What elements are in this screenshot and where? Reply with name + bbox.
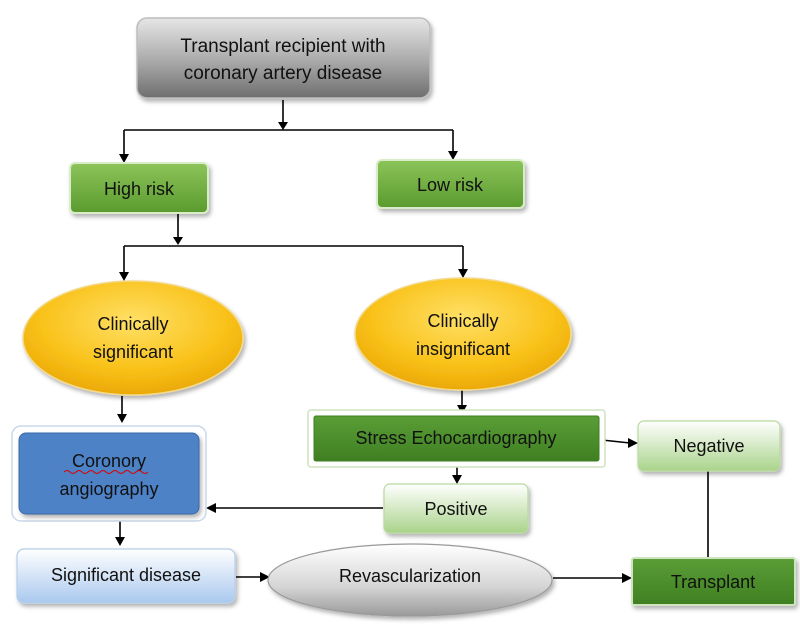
node-transplant: Transplant bbox=[631, 557, 796, 606]
clin-insig-line-2: insignificant bbox=[416, 339, 510, 359]
coronary-line-1: Coronory bbox=[72, 451, 146, 471]
clin-insig-ellipse bbox=[354, 277, 572, 391]
arrowhead bbox=[448, 151, 458, 160]
root-line-2: coronary artery disease bbox=[184, 63, 383, 84]
node-significant-disease: Significant disease bbox=[16, 548, 236, 604]
root-box bbox=[136, 17, 431, 99]
low-risk-box bbox=[376, 159, 525, 209]
low-risk-label: Low risk bbox=[417, 175, 484, 195]
stress-echo-box bbox=[313, 415, 600, 462]
arrowhead bbox=[206, 503, 216, 513]
arrowhead bbox=[628, 438, 638, 448]
arrowhead bbox=[115, 537, 125, 546]
clin-sig-ellipse bbox=[22, 280, 244, 396]
significant-disease-box bbox=[16, 548, 236, 604]
transplant-label: Transplant bbox=[671, 572, 755, 592]
arrowhead bbox=[119, 154, 129, 163]
revasc-label: Revascularization bbox=[339, 566, 481, 586]
arrowhead bbox=[278, 122, 288, 130]
coronary-line-2: angiography bbox=[59, 479, 158, 499]
node-coronary-angiography: Coronory angiography bbox=[11, 425, 207, 522]
node-stress-echocardiography: Stress Echocardiography bbox=[307, 409, 606, 468]
arrowhead bbox=[458, 269, 468, 278]
arrowhead bbox=[117, 414, 127, 423]
significant-disease-label: Significant disease bbox=[51, 565, 201, 585]
node-low-risk: Low risk bbox=[376, 159, 525, 209]
node-positive: Positive bbox=[383, 483, 529, 534]
arrowhead bbox=[173, 237, 183, 245]
spellcheck-underline bbox=[63, 470, 149, 474]
positive-label: Positive bbox=[424, 499, 487, 519]
negative-label: Negative bbox=[673, 436, 744, 456]
node-clinically-insignificant: Clinically insignificant bbox=[354, 277, 572, 391]
node-revascularization: Revascularization bbox=[267, 543, 553, 617]
root-line-1: Transplant recipient with bbox=[180, 36, 385, 57]
high-risk-label: High risk bbox=[104, 179, 175, 199]
node-transplant-recipient: Transplant recipient with coronary arter… bbox=[136, 17, 431, 99]
node-high-risk: High risk bbox=[69, 162, 209, 214]
arrowhead bbox=[260, 572, 270, 582]
revasc-ellipse bbox=[267, 543, 553, 617]
arrowhead bbox=[622, 573, 632, 583]
connectors bbox=[115, 100, 709, 583]
transplant-box bbox=[631, 557, 796, 606]
clin-sig-line-2: significant bbox=[93, 342, 173, 362]
arrowhead bbox=[452, 475, 462, 484]
node-clinically-significant: Clinically significant bbox=[22, 280, 244, 396]
arrowhead bbox=[119, 272, 129, 281]
stress-echo-label: Stress Echocardiography bbox=[355, 428, 556, 448]
clin-sig-line-1: Clinically bbox=[97, 314, 168, 334]
high-risk-box bbox=[69, 162, 209, 214]
negative-box bbox=[637, 420, 781, 472]
clin-insig-line-1: Clinically bbox=[427, 311, 498, 331]
connector-to-negative bbox=[601, 439, 631, 444]
positive-box bbox=[383, 483, 529, 534]
node-negative: Negative bbox=[637, 420, 781, 472]
